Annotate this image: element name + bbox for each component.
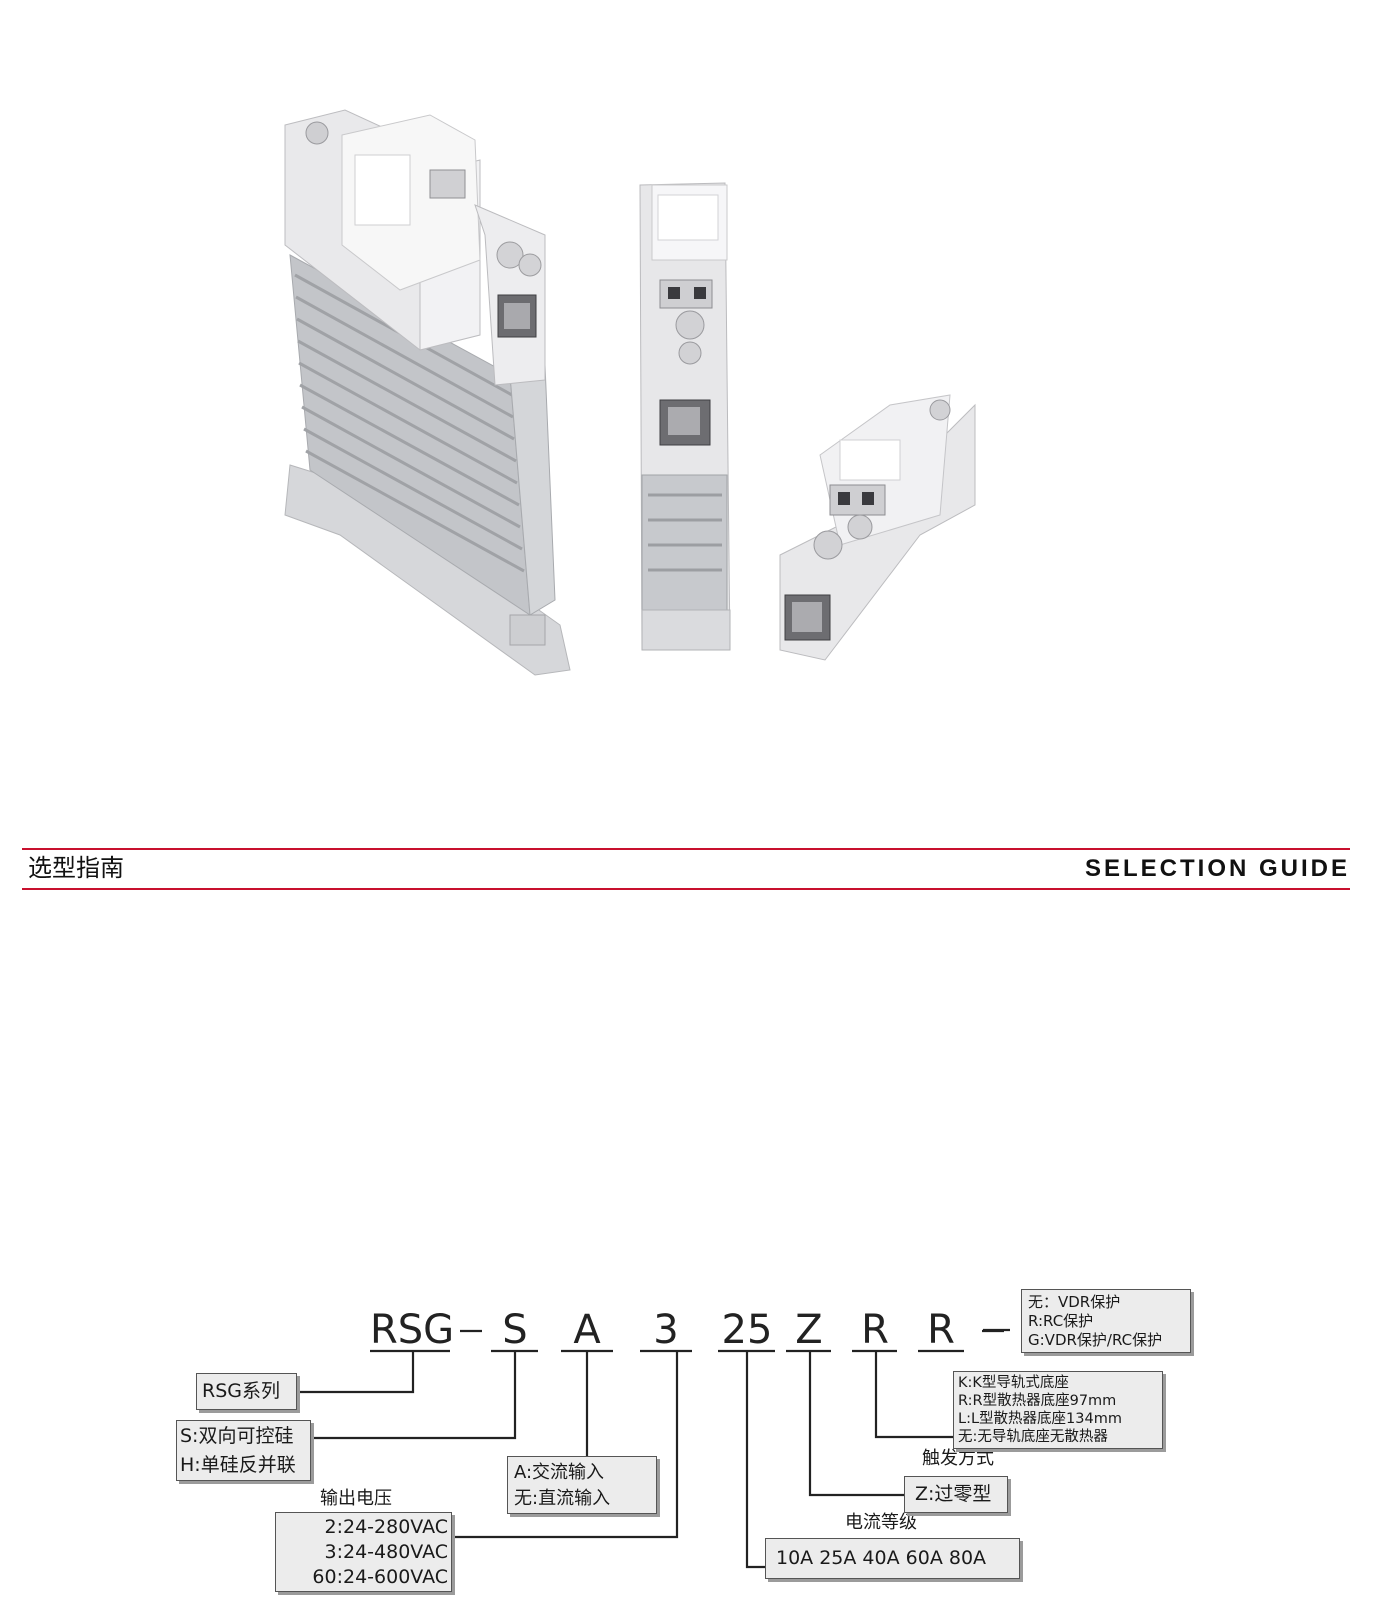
input-box: A:交流输入 无:直流输入 (507, 1456, 657, 1514)
code-part-a: A (573, 1307, 601, 1353)
thyristor-option-s: S:双向可控硅 (180, 1425, 294, 1447)
series-box: RSG系列 (196, 1373, 297, 1410)
current-options: 10A 25A 40A 60A 80A (776, 1547, 987, 1569)
protection-option-none: 无：VDR保护 (1028, 1293, 1121, 1311)
base-box: K:K型导轨式底座 R:R型散热器底座97mm L:L型散热器底座134mm 无… (953, 1371, 1163, 1449)
header-rule-bottom (22, 888, 1350, 890)
code-part-rsg: RSG (370, 1307, 455, 1353)
base-option-r: R:R型散热器底座97mm (958, 1393, 1117, 1409)
code-part-25: 25 (721, 1307, 773, 1353)
series-option: RSG系列 (202, 1380, 280, 1402)
connector-trigger (808, 1351, 904, 1497)
code-part-z: Z (795, 1307, 823, 1353)
base-option-none: 无:无导轨底座无散热器 (958, 1429, 1108, 1445)
header-rule-top (22, 848, 1350, 850)
relay-large-heatsink (284, 109, 571, 676)
trigger-caption: 触发方式 (922, 1448, 994, 1469)
base-option-k: K:K型导轨式底座 (958, 1375, 1069, 1391)
input-option-dc: 无:直流输入 (514, 1488, 611, 1509)
code-part-3: 3 (653, 1307, 679, 1353)
connector-base (874, 1351, 953, 1439)
voltage-box: 2:24-280VAC 3:24-480VAC 60:24-600VAC (275, 1512, 452, 1592)
thyristor-option-h: H:单硅反并联 (180, 1454, 296, 1476)
voltage-option-2: 2:24-280VAC (324, 1516, 449, 1538)
connector-current (745, 1351, 765, 1569)
base-option-l: L:L型散热器底座134mm (958, 1411, 1122, 1427)
connector-series (297, 1351, 415, 1394)
current-box: 10A 25A 40A 60A 80A (765, 1538, 1020, 1579)
product-photo (284, 109, 976, 676)
trigger-box: Z:过零型 (904, 1476, 1008, 1513)
code-part-s: S (502, 1307, 528, 1353)
relay-center (639, 182, 731, 651)
connector-thyristor (311, 1351, 517, 1440)
voltage-caption: 输出电压 (320, 1488, 392, 1509)
protection-option-g: G:VDR保护/RC保护 (1028, 1331, 1163, 1349)
thyristor-box: S:双向可控硅 H:单硅反并联 (176, 1420, 311, 1481)
voltage-option-3: 3:24-480VAC (324, 1541, 449, 1563)
section-title-cn: 选型指南 (28, 854, 124, 882)
trigger-option-z: Z:过零型 (915, 1483, 992, 1505)
code-part-r2: R (927, 1307, 955, 1353)
code-part-r1: R (861, 1307, 889, 1353)
relay-compact (779, 394, 976, 661)
current-caption: 电流等级 (845, 1512, 917, 1533)
input-option-ac: A:交流输入 (514, 1462, 605, 1483)
protection-option-r: R:RC保护 (1028, 1312, 1094, 1330)
section-title-en: SELECTION GUIDE (1084, 855, 1350, 882)
protection-box: 无：VDR保护 R:RC保护 G:VDR保护/RC保护 (1021, 1289, 1191, 1353)
voltage-option-60: 60:24-600VAC (312, 1566, 448, 1588)
